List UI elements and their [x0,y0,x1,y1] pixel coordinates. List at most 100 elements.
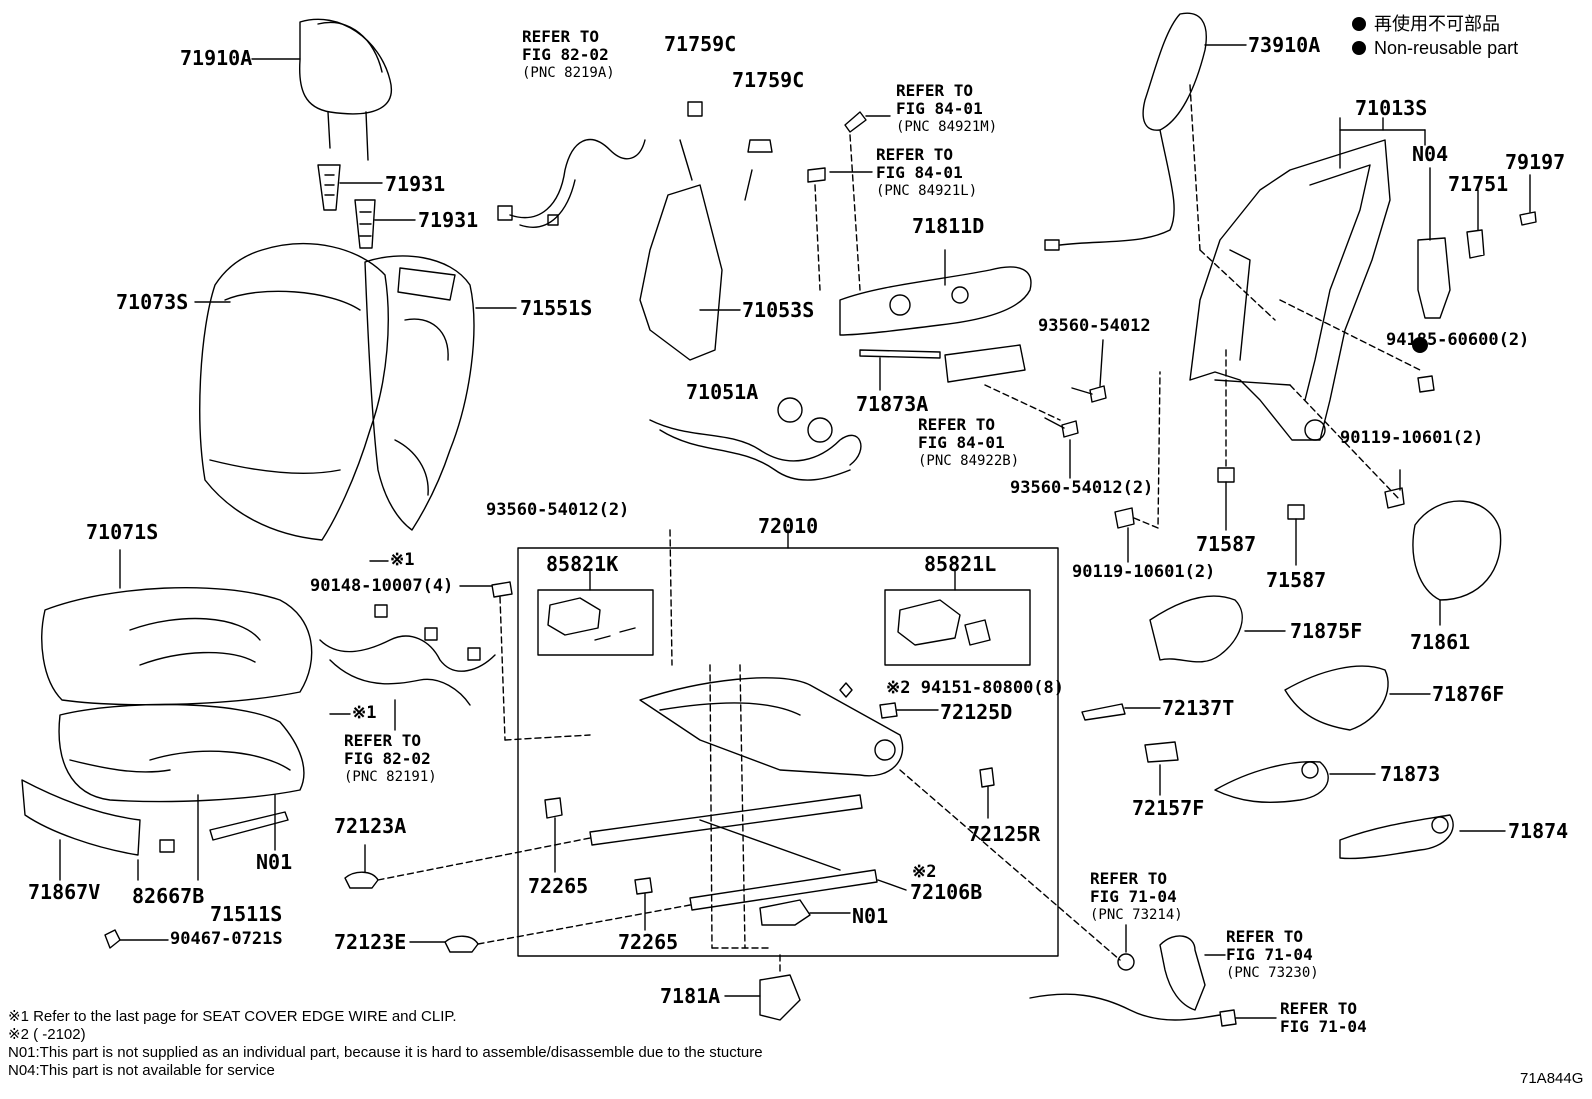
part-number-72123E: 72123E [334,930,407,954]
part-number-72157F: 72157F [1132,796,1205,820]
part-number-71751: 71751 [1448,172,1509,196]
part-number-71867V: 71867V [28,880,101,904]
seatback-cover-drawing [194,243,389,541]
part-number-71073S: 71073S [116,290,189,314]
part-number-93560-54012-2: 93560-54012(2) [1010,478,1154,498]
rail-71873A-drawing [859,349,941,391]
footnote: ※1 Refer to the last page for SEAT COVER… [8,1008,457,1025]
bullet-icon [1352,41,1366,55]
parts-72137T-72157F-drawing [1081,703,1179,796]
part-number-71053S: 71053S [742,298,815,322]
motor-85821K-drawing [547,597,636,641]
motor-85821L-drawing [897,599,991,646]
part-number-71511S: 71511S [210,902,283,926]
part-number-94185-60600: 94185-60600(2) [1386,330,1530,350]
bolts-93560-drawing [1044,339,1107,479]
part-number-71876F: 71876F [1432,682,1505,706]
part-number-71861: 71861 [1410,630,1471,654]
small-parts-left [104,794,289,949]
side-cover-71861-drawing [1412,500,1502,626]
part-7181A-drawing [724,954,801,1021]
part-number-71013S: 71013S [1355,96,1428,120]
wire-harness-middle [649,397,862,481]
part-number-N01: N01 [256,850,293,874]
part-number-94151-80800: ※2 94151-80800(8) [886,678,1065,698]
legend: 再使用不可部品 Non-reusable part [1352,12,1518,60]
adjuster-box [517,529,1059,957]
seat-rails-drawing [544,664,907,949]
wire-harness-left [319,560,591,741]
part-number-72265: 72265 [618,930,679,954]
part-number-90119-10601: 90119-10601(2) [1340,428,1484,448]
part-number-73910A: 73910A [1248,33,1321,57]
seatback-frame-drawing [1189,117,1426,501]
motor-n04-drawing [1417,167,1451,319]
part-number-71910A: 71910A [180,46,253,70]
part-number-93560-54012: 93560-54012 [1038,316,1151,336]
part-number-71931: 71931 [418,208,479,232]
wire-harness-top [497,138,646,228]
cushion-cover-drawing [41,549,313,706]
figure-id: 71A844G [1520,1070,1584,1087]
cushion-pad-drawing [58,703,305,803]
part-number-85821L: 85821L [924,552,997,576]
part-number-72010: 72010 [758,514,819,538]
side-airbag-drawing [1044,12,1276,321]
footnote: ※2 ( -2102) [8,1026,86,1043]
part-number-72106B: 72106B [910,880,983,904]
part-number-72125R: 72125R [968,822,1041,846]
part-number-72265: 72265 [528,874,589,898]
stoppers-drawing [344,837,691,953]
note-mark-1: ※1 [390,550,415,570]
bullet-icon [1352,17,1366,31]
part-number-71551S: 71551S [520,296,593,320]
part-number-71875F: 71875F [1290,619,1363,643]
legend-item: Non-reusable part [1352,36,1518,60]
part-number-71874: 71874 [1508,819,1569,843]
headrest-drawing [251,18,393,161]
part-number-71873: 71873 [1380,762,1441,786]
note-mark-1: ※1 [352,703,377,723]
note-mark-2: ※2 [912,862,937,882]
part-number-N04: N04 [1412,142,1449,166]
headrest-guide-drawing [317,164,416,249]
part-number-79197: 79197 [1505,150,1566,174]
module-drawing [944,344,1061,421]
footnote: N04:This part is not available for servi… [8,1062,275,1079]
part-number-90467-0721S: 90467-0721S [170,929,283,949]
part-number-72125D: 72125D [940,700,1013,724]
bolts-frame-drawing [1114,349,1305,566]
part-number-71759C: 71759C [664,32,737,56]
part-number-71587: 71587 [1196,532,1257,556]
part-number-93560-54012-2: 93560-54012(2) [486,500,630,520]
trim-71873-drawing [1214,761,1376,804]
front-trim-drawing [21,779,141,881]
part-number-72137T: 72137T [1162,696,1235,720]
seatback-pad-drawing [364,255,517,531]
small-parts-right-top [1384,174,1537,509]
seatback-lower-frame-drawing [639,101,773,361]
part-number-71811D: 71811D [912,214,985,238]
part-number-71873A: 71873A [856,392,929,416]
part-number-71587: 71587 [1266,568,1327,592]
part-number-90119-10601: 90119-10601(2) [1072,562,1216,582]
legend-item: 再使用不可部品 [1352,12,1518,36]
part-number-90148-10007: 90148-10007(4) [310,576,454,596]
trim-71875F-drawing [1149,595,1286,663]
part-number-72123A: 72123A [334,814,407,838]
buckle-drawing [899,769,1277,1027]
trim-71874-drawing [1339,814,1506,860]
trim-71876F-drawing [1284,665,1431,731]
part-number-82667B: 82667B [132,884,205,908]
part-number-71051A: 71051A [686,380,759,404]
part-number-71759C: 71759C [732,68,805,92]
